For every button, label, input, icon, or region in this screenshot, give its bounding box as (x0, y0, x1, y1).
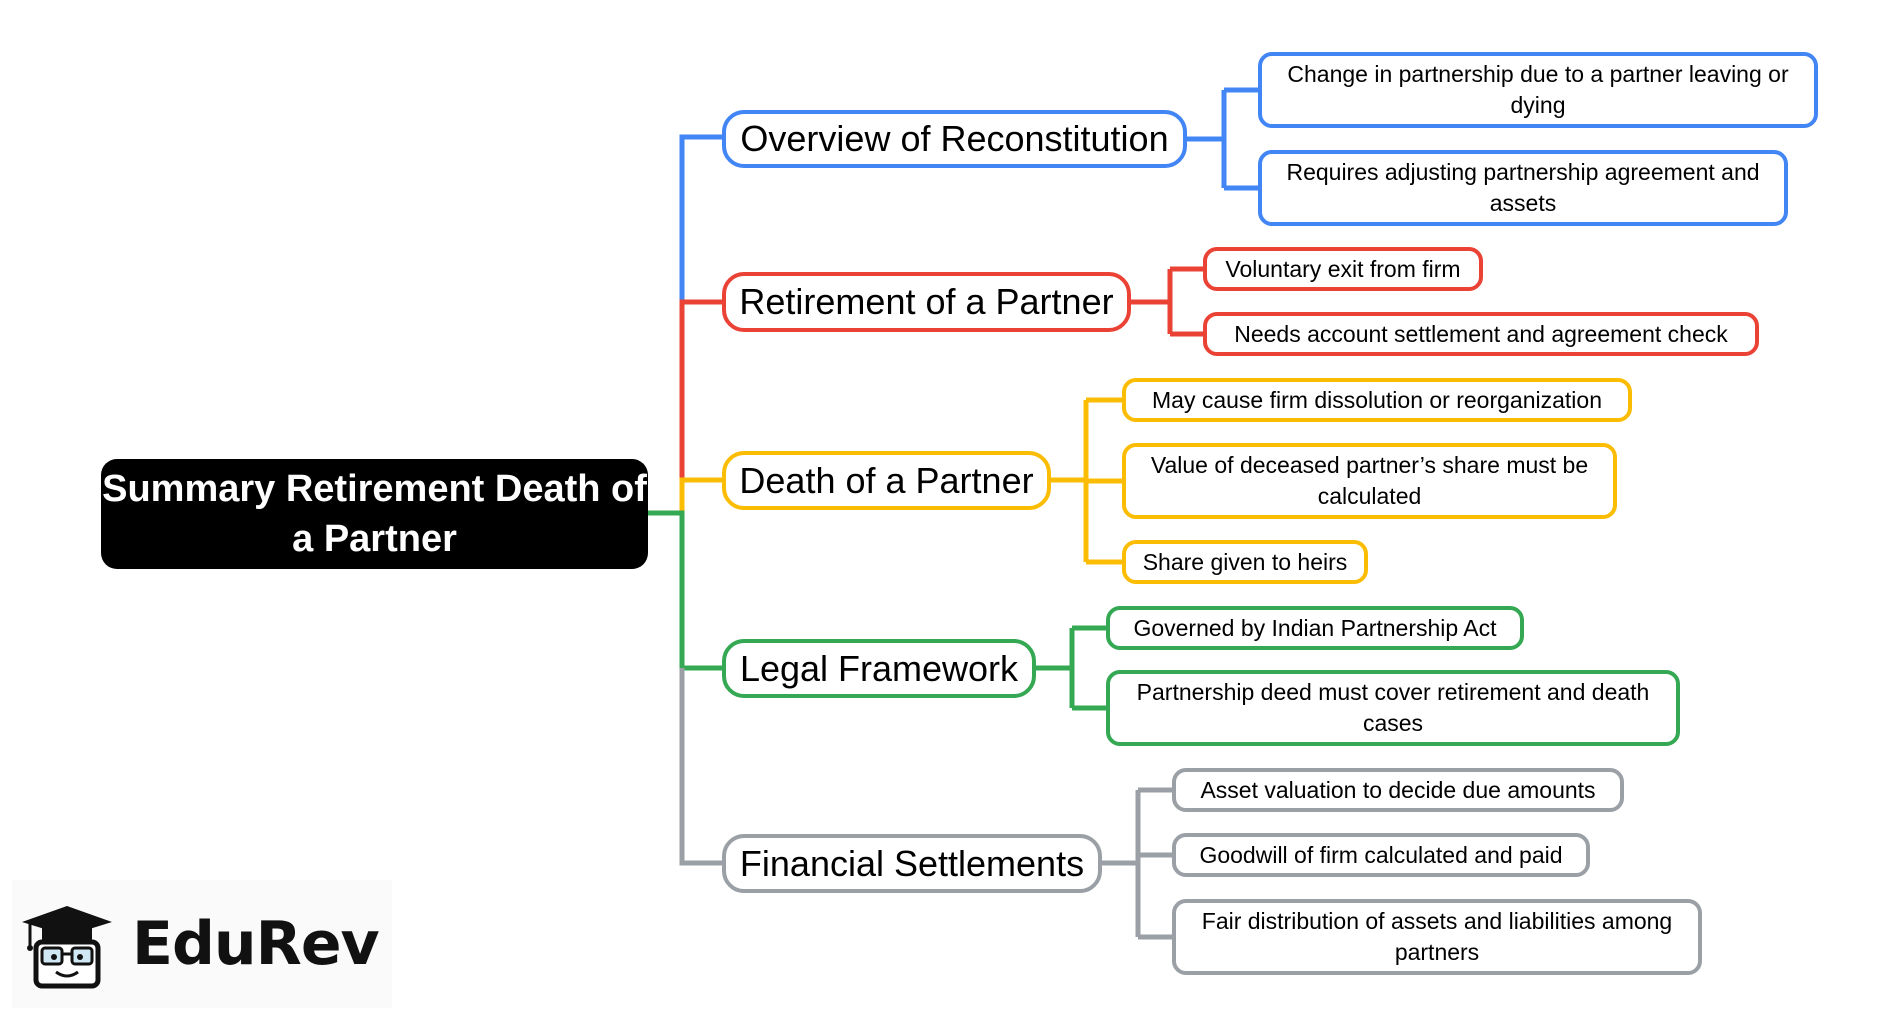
leaf-label: Change in partnership due to a partner l… (1287, 61, 1789, 118)
leaf-overview-1: Change in partnership due to a partner l… (1258, 52, 1818, 128)
branch-financial-settlements: Financial Settlements (722, 834, 1102, 893)
root-node: Summary Retirement Death of a Partner (101, 459, 648, 569)
leaf-death-2: Value of deceased partner’s share must b… (1122, 443, 1617, 519)
trunk-green (648, 510, 726, 671)
leaf-label: Governed by Indian Partnership Act (1133, 614, 1497, 641)
branch-death-of-a-partner: Death of a Partner (722, 451, 1051, 510)
trunk-gray (679, 668, 726, 866)
leaf-legal-2: Partnership deed must cover retirement a… (1106, 670, 1680, 746)
leaf-legal-1: Governed by Indian Partnership Act (1106, 606, 1524, 650)
leaf-financial-1: Asset valuation to decide due amounts (1172, 768, 1624, 812)
leaf-label: Goodwill of firm calculated and paid (1199, 841, 1563, 868)
leaf-financial-2: Goodwill of firm calculated and paid (1172, 833, 1590, 877)
branch-label: Overview of Reconstitution (740, 118, 1169, 159)
link-yellow (1051, 397, 1126, 565)
branch-label: Legal Framework (739, 647, 1019, 689)
link-blue (1187, 87, 1262, 191)
leaf-retirement-2: Needs account settlement and agreement c… (1203, 312, 1759, 356)
branch-label: Retirement of a Partner (739, 281, 1114, 322)
trunk-red (679, 299, 726, 480)
leaf-label: Needs account settlement and agreement c… (1234, 320, 1728, 347)
edurev-logo: EduRev (12, 880, 392, 1008)
leaf-label: Fair distribution of assets and liabilit… (1201, 908, 1673, 965)
leaf-label: Share given to heirs (1142, 548, 1348, 575)
leaf-label: Value of deceased partner’s share must b… (1150, 452, 1589, 509)
logo-text: EduRev (132, 909, 380, 979)
trunk-blue (679, 134, 726, 302)
leaf-retirement-1: Voluntary exit from firm (1203, 247, 1483, 291)
branch-label: Death of a Partner (739, 459, 1034, 501)
leaf-label: Voluntary exit from firm (1225, 255, 1461, 282)
trunk-yellow (648, 477, 726, 516)
leaf-death-3: Share given to heirs (1122, 540, 1368, 584)
leaf-label: Partnership deed must cover retirement a… (1136, 679, 1650, 736)
leaf-label: Requires adjusting partnership agreement… (1286, 159, 1760, 216)
branch-overview-of-reconstitution: Overview of Reconstitution (722, 110, 1187, 168)
link-gray (1102, 787, 1176, 940)
root-label: Summary Retirement Death of a Partner (102, 468, 647, 560)
branch-retirement-of-a-partner: Retirement of a Partner (722, 272, 1131, 332)
leaf-label: Asset valuation to decide due amounts (1200, 776, 1596, 803)
leaf-death-1: May cause firm dissolution or reorganiza… (1122, 378, 1632, 422)
branch-legal-framework: Legal Framework (722, 639, 1036, 698)
leaf-overview-2: Requires adjusting partnership agreement… (1258, 150, 1788, 226)
link-green (1036, 625, 1110, 711)
leaf-label: May cause firm dissolution or reorganiza… (1152, 386, 1602, 413)
link-red (1131, 266, 1207, 337)
branch-label: Financial Settlements (739, 842, 1085, 884)
graduation-cap-student-icon (22, 906, 112, 989)
leaf-financial-3: Fair distribution of assets and liabilit… (1172, 899, 1702, 975)
